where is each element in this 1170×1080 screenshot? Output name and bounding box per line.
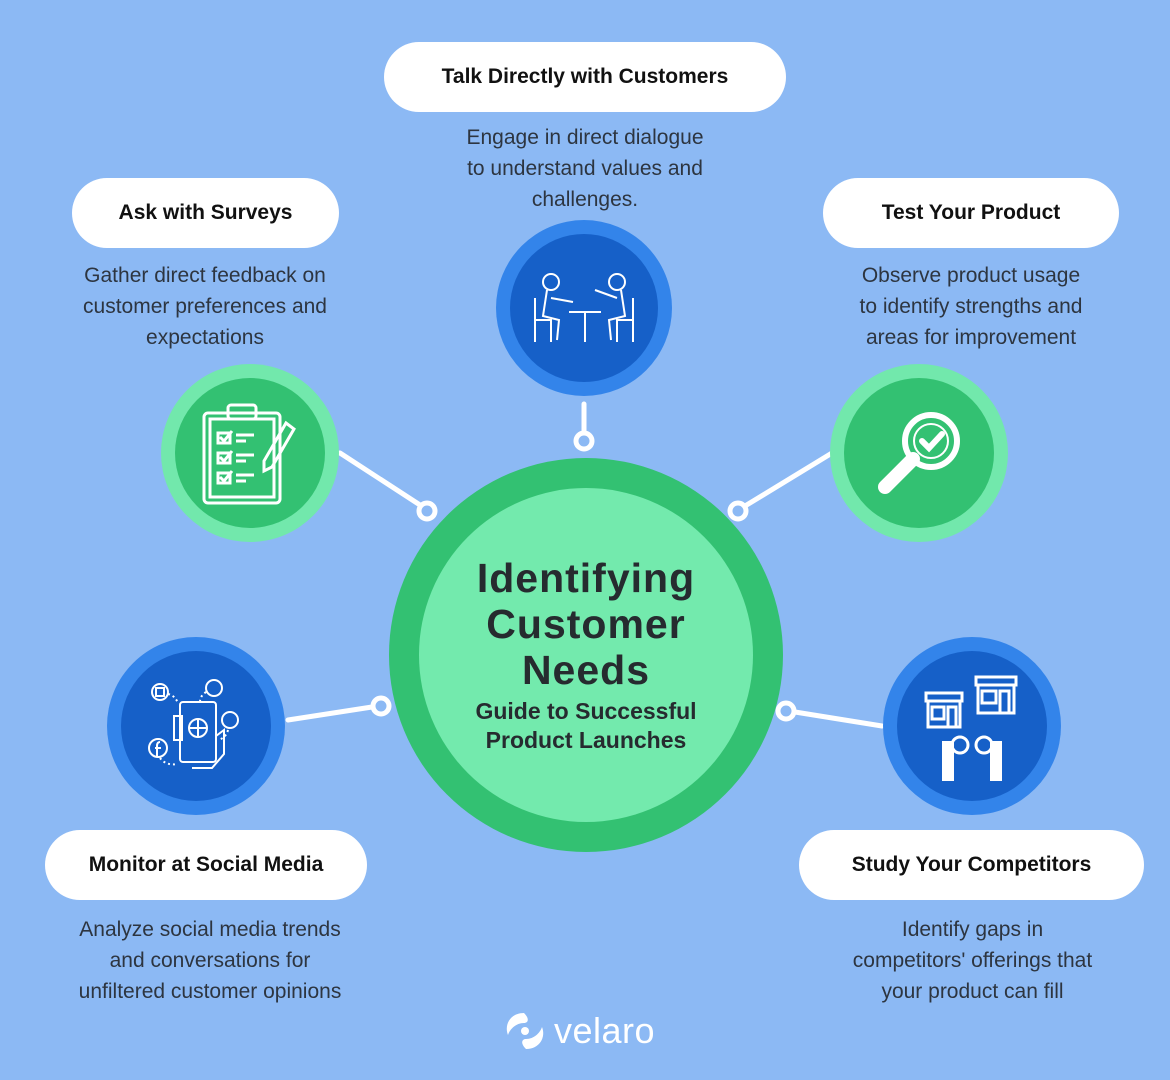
social-media-title-pill: Monitor at Social Media (45, 830, 367, 900)
surveys-title-pill: Ask with Surveys (72, 178, 339, 248)
meeting-icon (534, 273, 634, 342)
velaro-logo: velaro (502, 1010, 655, 1052)
talk-directly-title-pill: Talk Directly with Customers (384, 42, 786, 112)
competitors-title: Study Your Competitors (851, 853, 1092, 876)
social-media-description: Analyze social media trends and conversa… (78, 918, 342, 1003)
competitors-node (883, 637, 1061, 815)
talk-directly-node (496, 220, 672, 396)
velaro-logo-icon (506, 1013, 544, 1049)
test-product-title-pill: Test Your Product (823, 178, 1119, 248)
talk-directly-title: Talk Directly with Customers (441, 65, 729, 88)
surveys-title: Ask with Surveys (118, 201, 293, 224)
surveys-node (161, 364, 339, 542)
surveys-description: Gather direct feedback on customer prefe… (83, 264, 327, 349)
competitors-description: Identify gaps in competitors' offerings … (852, 918, 1093, 1003)
center-hub: Identifying Customer Needs Guide to Succ… (389, 458, 783, 852)
test-product-node (830, 364, 1008, 542)
social-media-phone-icon (148, 679, 239, 769)
social-media-title: Monitor at Social Media (88, 853, 324, 876)
stores-binoculars-icon (924, 675, 1018, 781)
test-product-description: Observe product usage to identify streng… (859, 264, 1083, 349)
competitors-title-pill: Study Your Competitors (799, 830, 1144, 900)
magnifier-check-icon (878, 412, 960, 494)
talk-directly-description: Engage in direct dialogue to understand … (466, 126, 704, 211)
social-media-node (107, 637, 285, 815)
main-title: Identifying Customer Needs (476, 555, 696, 693)
clipboard-checklist-icon (202, 403, 296, 505)
main-subtitle: Guide to Successful Product Launches (475, 698, 697, 753)
center-core: Identifying Customer Needs Guide to Succ… (419, 488, 753, 822)
velaro-logo-text: velaro (554, 1010, 656, 1051)
test-product-title: Test Your Product (881, 201, 1061, 224)
